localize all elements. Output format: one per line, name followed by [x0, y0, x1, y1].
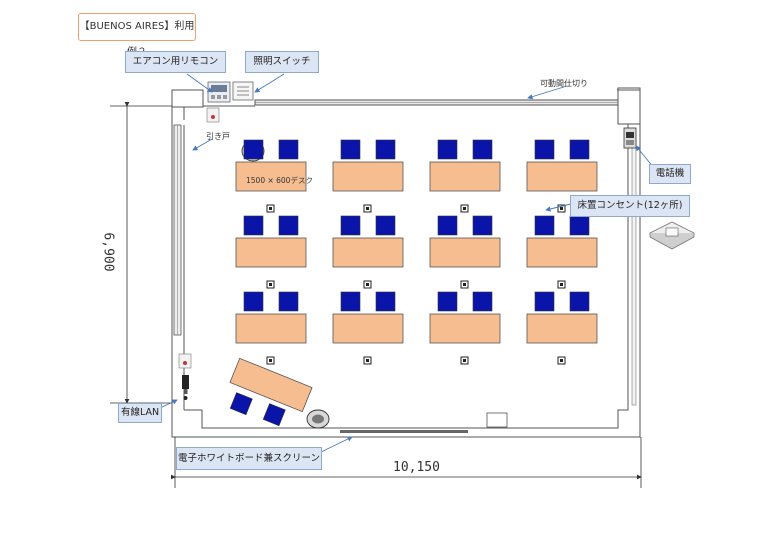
light-switch-icon [232, 81, 254, 101]
floor-outlet-icon-inner [463, 207, 466, 210]
chair [278, 215, 299, 236]
left-column [171, 89, 204, 108]
chair [569, 291, 590, 312]
chair [569, 215, 590, 236]
desk [429, 161, 501, 192]
floor-outlet-icon-inner [560, 207, 563, 210]
right-window [631, 139, 637, 406]
chair [243, 215, 264, 236]
whiteboard-screen [340, 430, 468, 433]
chair [534, 215, 555, 236]
chair [437, 291, 458, 312]
whiteboard-callout: 電子ホワイトボード兼スクリーン [176, 447, 322, 470]
switch-panel-icon [206, 107, 220, 123]
desk-layout [235, 139, 598, 365]
bottom-wall-box [486, 412, 508, 428]
chair [437, 215, 458, 236]
chair [375, 139, 396, 160]
height-dimension: 6,900 [100, 232, 116, 272]
floor-outlet-icon-inner [366, 283, 369, 286]
desk [526, 313, 598, 344]
rotated-desk-group [229, 357, 313, 427]
floor-outlet-product-icon [649, 221, 695, 250]
desk [235, 161, 307, 192]
chair [243, 291, 264, 312]
chair [534, 139, 555, 160]
floor-outlet-icon-inner [269, 207, 272, 210]
desk [332, 161, 404, 192]
chair [278, 291, 299, 312]
chair [437, 139, 458, 160]
chair [340, 139, 361, 160]
telephone-icon [623, 127, 637, 149]
chair [340, 291, 361, 312]
desk [429, 313, 501, 344]
chair [375, 291, 396, 312]
floor-outlet-icon-inner [366, 207, 369, 210]
desk [332, 313, 404, 344]
chair [340, 215, 361, 236]
desk [235, 313, 307, 344]
lan-panel-icon [178, 353, 192, 369]
desk [332, 237, 404, 268]
desk-size-label: 1500 × 600デスク [246, 176, 313, 185]
aircon-remote-callout: エアコン用リモコン [125, 51, 226, 73]
width-dimension: 10,150 [393, 460, 440, 475]
sliding-door [173, 124, 182, 336]
sliding-door-label: 引き戸 [206, 132, 230, 141]
right-column [617, 87, 641, 125]
chair [375, 215, 396, 236]
floor-outlet-icon-inner [560, 359, 563, 362]
floor-outlet-icon-inner [269, 359, 272, 362]
floor-outlet-icon-inner [366, 359, 369, 362]
desk [235, 237, 307, 268]
telephone-callout: 電話機 [649, 164, 691, 184]
wired-lan-callout: 有線LAN [118, 403, 162, 423]
rotated-chair [229, 392, 253, 416]
floor-outlet-callout: 床置コンセント(12ヶ所) [570, 195, 690, 217]
lan-plug-icon [182, 375, 189, 400]
floor-outlet-icon-inner [463, 359, 466, 362]
light-switch-callout: 照明スイッチ [245, 51, 319, 73]
chair [472, 139, 493, 160]
desk [429, 237, 501, 268]
floor-outlet-icon-inner [463, 283, 466, 286]
chair [569, 139, 590, 160]
rotated-desk [229, 357, 313, 413]
chair [472, 215, 493, 236]
chair [534, 291, 555, 312]
chair [278, 139, 299, 160]
room-walls [171, 87, 641, 438]
desk [526, 237, 598, 268]
floor-outlet-icon-inner [269, 283, 272, 286]
chair [472, 291, 493, 312]
robot-device-icon-bottom [306, 409, 330, 429]
desk [526, 161, 598, 192]
chair [243, 139, 264, 160]
movable-partition [254, 99, 619, 106]
page-title: 【BUENOS AIRES】利用例２ [78, 13, 196, 58]
rotated-chair [262, 403, 286, 427]
floor-outlet-icon-inner [560, 283, 563, 286]
movable-partition-label: 可動間仕切り [540, 79, 588, 88]
